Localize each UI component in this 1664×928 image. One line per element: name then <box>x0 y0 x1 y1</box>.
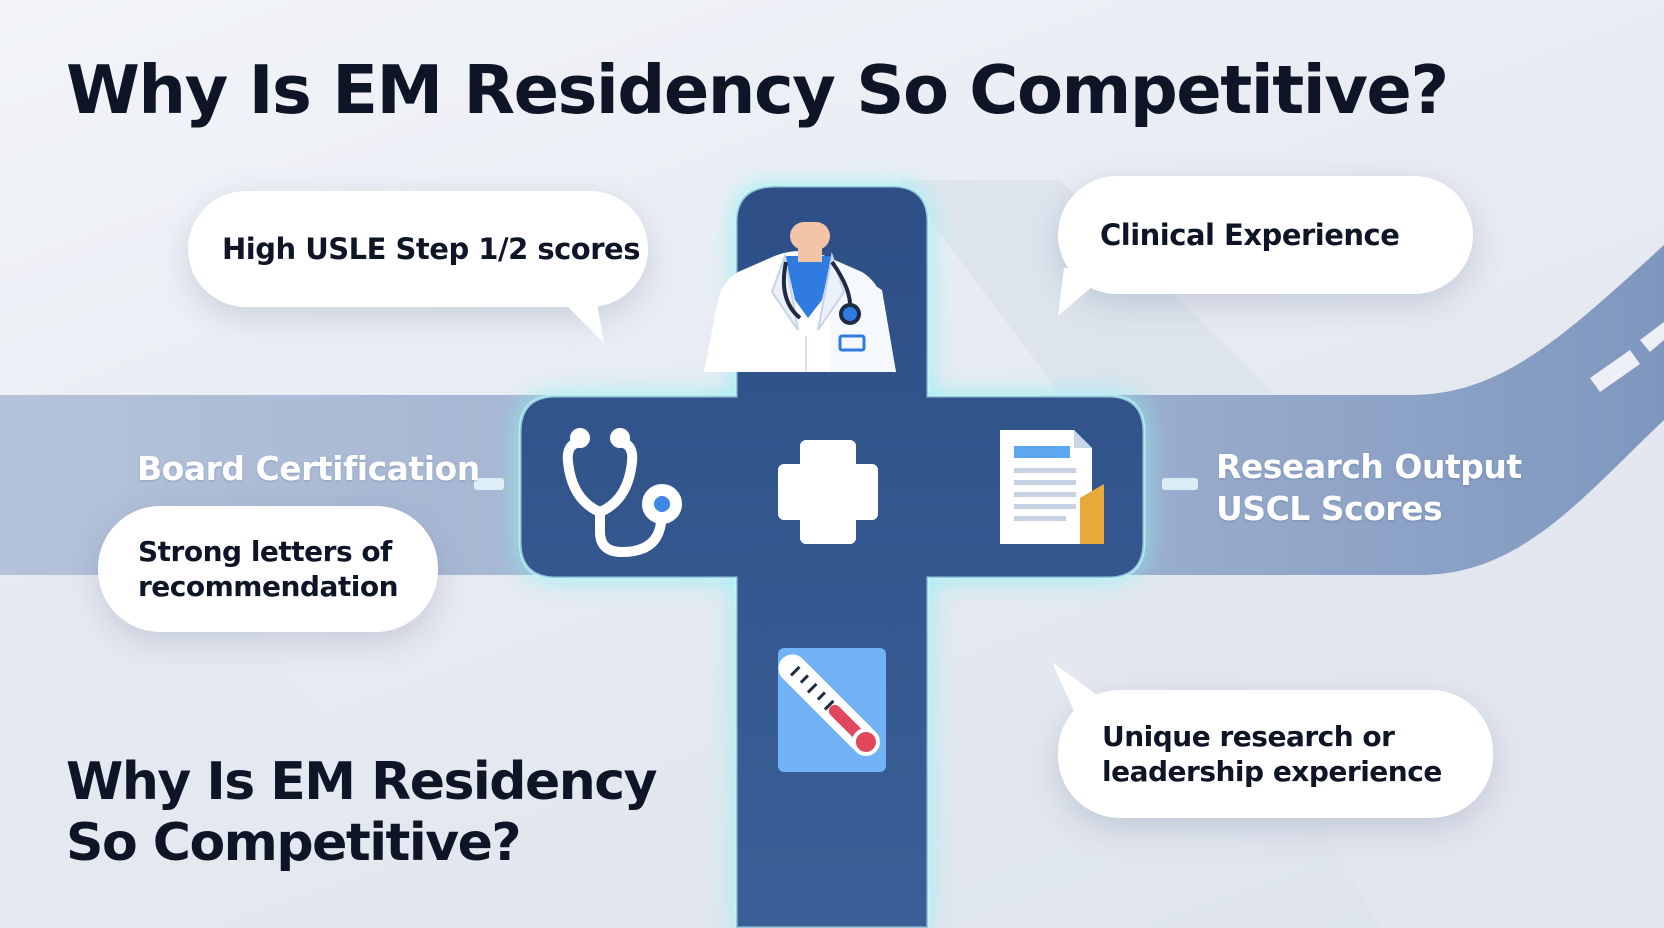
bubble-text: High USLE Step 1/2 scores <box>222 232 640 266</box>
bubble-recommendation-letters: Strong letters of recommendation <box>98 506 438 632</box>
white-plus-icon <box>778 440 878 544</box>
bubble-clinical-experience: Clinical Experience <box>1058 176 1473 316</box>
page-title: Why Is EM Residency So Competitive? <box>66 51 1449 129</box>
document-icon <box>1000 430 1104 544</box>
bubble-unique-experience: Unique research or leadership experience <box>1052 662 1493 818</box>
label-research-output: Research Output USCL Scores <box>1216 446 1522 530</box>
label-line: Research Output <box>1216 447 1522 486</box>
connector-dashes <box>474 478 1198 490</box>
background-shapes <box>0 180 1664 928</box>
bubble-text: Strong letters of recommendation <box>138 535 399 603</box>
bottom-title: Why Is EM Residency So Competitive? <box>66 752 657 873</box>
bubble-text: Clinical Experience <box>1100 218 1400 252</box>
road-right <box>1040 245 1664 575</box>
bubble-tail <box>1052 662 1104 720</box>
thermometer-icon <box>778 648 886 772</box>
label-board-certification: Board Certification <box>137 449 480 488</box>
bubble-text: Unique research or leadership experience <box>1102 720 1442 788</box>
stethoscope-icon <box>562 428 682 558</box>
bubble-tail <box>1058 268 1114 316</box>
bubble-usmle-scores: High USLE Step 1/2 scores <box>188 191 648 343</box>
doctor-icon <box>704 222 896 372</box>
medical-cross-shape <box>518 184 1146 928</box>
bubble-tail <box>548 287 604 343</box>
label-line: USCL Scores <box>1216 488 1443 528</box>
